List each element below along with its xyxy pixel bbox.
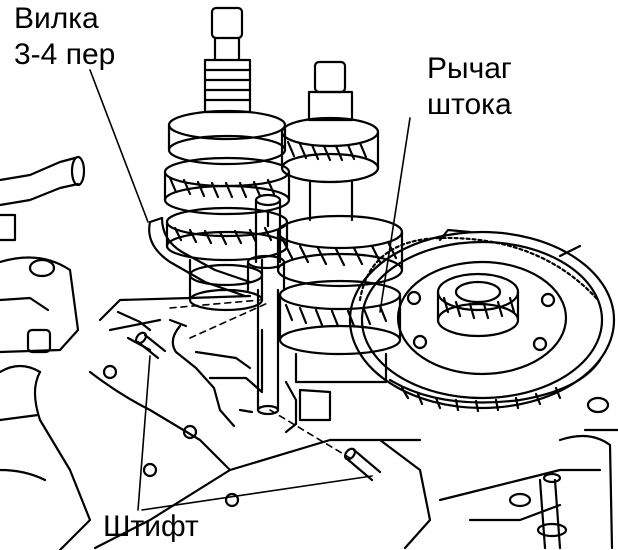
counter-shaft-gears bbox=[276, 60, 404, 384]
lever-label-line1: Рычаг bbox=[427, 52, 512, 85]
pin-3 bbox=[343, 447, 382, 482]
fork-3-4 bbox=[148, 216, 252, 298]
rod-lever bbox=[168, 318, 332, 434]
differential-ring-gear bbox=[348, 228, 616, 413]
lever-label-line2: штока bbox=[427, 88, 512, 121]
input-shaft-left bbox=[0, 155, 86, 242]
pin-label: Штифт bbox=[103, 510, 199, 543]
fork-label-line2: 3-4 пер bbox=[14, 38, 116, 71]
pin-2 bbox=[116, 310, 152, 352]
assembly-dashed-lines bbox=[169, 299, 351, 459]
leader-lines bbox=[89, 69, 411, 511]
transmission-housing bbox=[0, 256, 618, 550]
main-shaft-gears bbox=[163, 6, 291, 312]
fork-label-line1: Вилка bbox=[14, 2, 99, 35]
